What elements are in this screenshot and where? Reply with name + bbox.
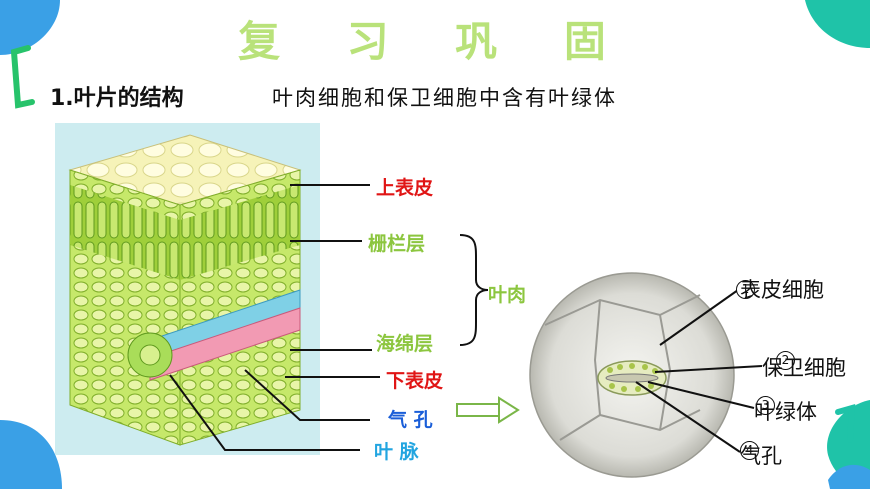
label-epidermal-cell: 表皮细胞 <box>740 278 824 302</box>
label-guard-cell: 保卫细胞 <box>762 356 846 380</box>
top-left-blob <box>0 0 60 55</box>
label-vein: 叶 脉 <box>374 441 419 463</box>
label-upper-epidermis: 上表皮 <box>376 177 434 199</box>
mesophyll-brace <box>459 234 489 346</box>
label-palisade: 栅栏层 <box>368 233 426 255</box>
marker-2: 2 <box>776 351 795 370</box>
marker-1: 1 <box>736 280 755 299</box>
label-spongy: 海绵层 <box>376 333 434 355</box>
bracket-decor-icon-right <box>835 403 856 443</box>
marker-3: 3 <box>756 396 775 415</box>
label-mesophyll: 叶肉 <box>488 284 527 306</box>
section-heading: 1.叶片的结构 <box>50 86 184 111</box>
bracket-decor-icon <box>10 45 35 109</box>
subtitle: 叶肉细胞和保卫细胞中含有叶绿体 <box>272 86 617 110</box>
bottom-right-blob-2 <box>828 464 870 489</box>
label-chloroplast: 叶绿体 <box>754 400 817 424</box>
top-right-blob <box>805 0 870 48</box>
label-lower-epidermis: 下表皮 <box>386 370 444 392</box>
bottom-left-blob <box>0 420 62 489</box>
label-stoma: 气 孔 <box>388 409 433 431</box>
arrow-right-icon <box>456 396 520 424</box>
page-title: 复 习 巩 固 <box>238 17 632 66</box>
marker-4: 4 <box>740 441 759 460</box>
label-stoma-pore: 气孔 <box>740 444 782 468</box>
